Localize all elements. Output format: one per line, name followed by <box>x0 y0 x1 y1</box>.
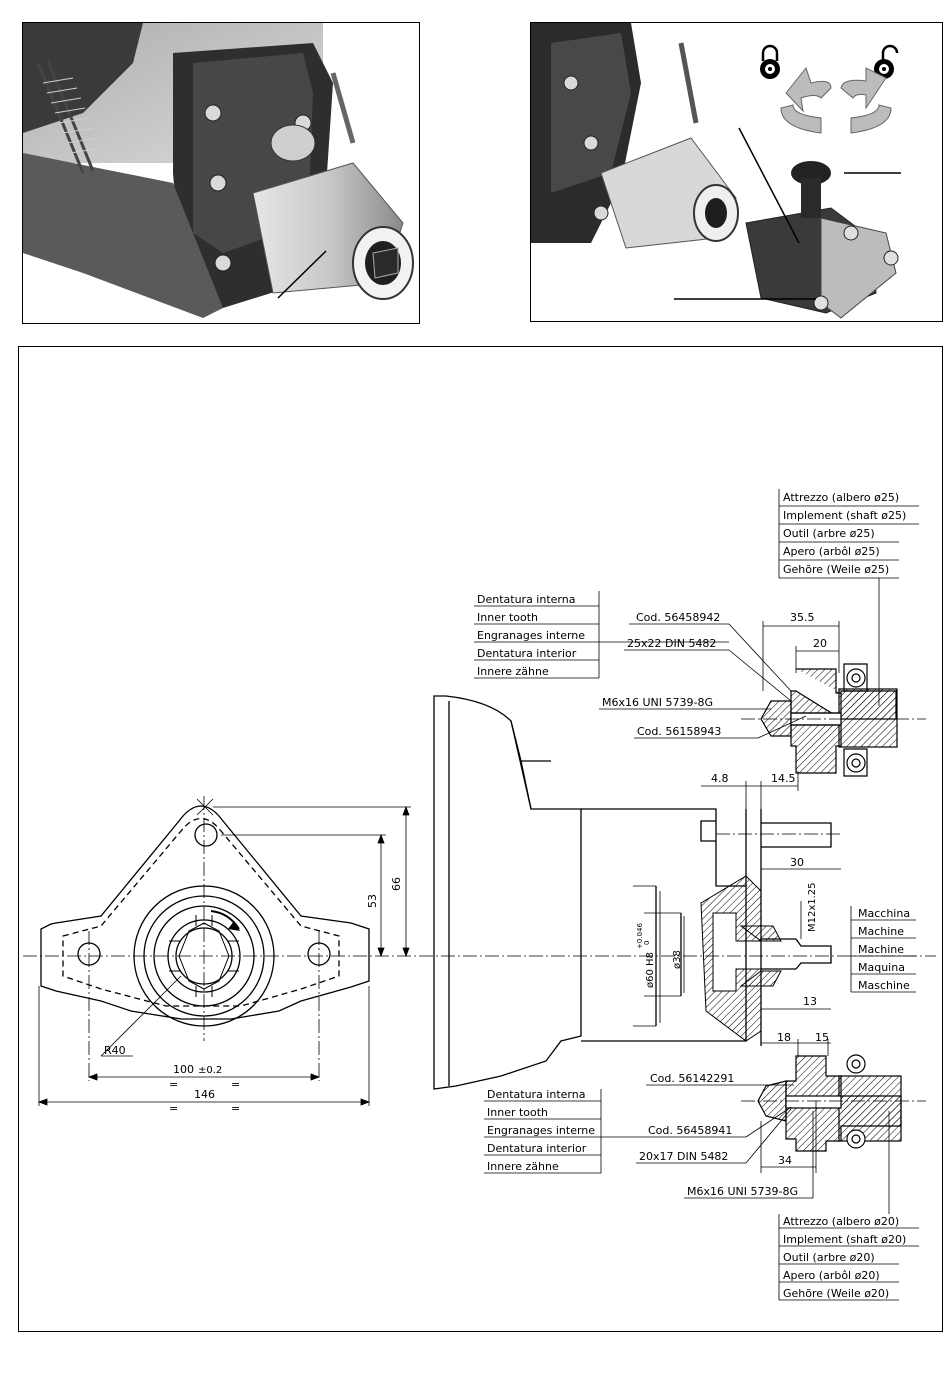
dim-66: 66 <box>390 877 403 891</box>
dim-m12: M12x1.25 <box>807 882 818 932</box>
label-inner-tooth-top: Dentatura interna Inner tooth Engranages… <box>477 593 585 678</box>
svg-text:Inner tooth: Inner tooth <box>477 611 538 624</box>
svg-text:Gehõre (Weile ø25): Gehõre (Weile ø25) <box>783 563 889 576</box>
technical-drawing-svg: 66 53 R40 100 ±0.2 = = 146 = = <box>23 489 936 1301</box>
spline-20x17: 20x17 DIN 5482 <box>639 1150 728 1163</box>
svg-text:Machine: Machine <box>858 943 904 956</box>
rotate-arrows-icon <box>780 66 892 134</box>
label-inner-tooth-bottom: Dentatura interna Inner tooth Engranages… <box>487 1088 595 1173</box>
label-machine: Macchina Machine Machine Maquina Maschin… <box>858 907 910 992</box>
eq-mark: = <box>231 1078 240 1091</box>
leader-line <box>277 250 327 299</box>
dim-60-h8: ø60 H8 <box>645 952 656 988</box>
eq-mark: = <box>169 1078 178 1091</box>
dim-100-tol: ±0.2 <box>198 1065 222 1076</box>
dim-30: 30 <box>790 856 804 869</box>
dim-r40: R40 <box>104 1044 126 1057</box>
dim-15: 15 <box>815 1031 829 1044</box>
dim-38: ø38 <box>672 950 683 969</box>
svg-text:Dentatura interior: Dentatura interior <box>477 647 577 660</box>
label-implement-25: Attrezzo (albero ø25) Implement (shaft ø… <box>783 491 906 576</box>
bottom-coupling-section <box>757 1054 902 1152</box>
screw-top: M6x16 UNI 5739-8G <box>602 696 713 709</box>
svg-text:Outil (arbre ø20): Outil (arbre ø20) <box>783 1251 875 1264</box>
svg-text:Apero (arbôl ø20): Apero (arbôl ø20) <box>783 1269 880 1282</box>
dim-146: 146 <box>194 1088 215 1101</box>
code-56142291: Cod. 56142291 <box>650 1072 734 1085</box>
svg-text:Maquina: Maquina <box>858 961 905 974</box>
spline-25x22: 25x22 DIN 5482 <box>627 637 716 650</box>
dim-60-tol-lower: 0 <box>643 941 651 945</box>
code-56158943: Cod. 56158943 <box>637 725 721 738</box>
eq-mark: = <box>231 1102 240 1115</box>
photo-gearbox-shaft <box>22 22 420 324</box>
svg-text:Attrezzo (albero ø20): Attrezzo (albero ø20) <box>783 1215 899 1228</box>
svg-text:Outil (arbre ø25): Outil (arbre ø25) <box>783 527 875 540</box>
svg-text:Inner tooth: Inner tooth <box>487 1106 548 1119</box>
dim-14-5: 14.5 <box>771 772 796 785</box>
dim-100: 100 <box>173 1063 194 1076</box>
svg-text:Innere zähne: Innere zähne <box>487 1160 559 1173</box>
photo-coupling-assembly <box>530 22 943 322</box>
leader-line <box>738 127 800 244</box>
label-implement-20: Attrezzo (albero ø20) Implement (shaft ø… <box>783 1215 906 1300</box>
svg-text:Engranages interne: Engranages interne <box>477 629 585 642</box>
code-56458941: Cod. 56458941 <box>648 1124 732 1137</box>
dim-60-tol-upper: +0.046 <box>636 923 644 949</box>
svg-text:Dentatura interior: Dentatura interior <box>487 1142 587 1155</box>
svg-text:Dentatura interna: Dentatura interna <box>477 593 575 606</box>
dim-35-5: 35.5 <box>790 611 815 624</box>
flange-front-view <box>40 805 370 1027</box>
leader-lines <box>474 489 919 1301</box>
svg-text:Engranages interne: Engranages interne <box>487 1124 595 1137</box>
technical-drawing: 66 53 R40 100 ±0.2 = = 146 = = <box>18 346 943 1332</box>
svg-text:Gehõre (Weile ø20): Gehõre (Weile ø20) <box>783 1287 889 1300</box>
dim-13: 13 <box>803 995 817 1008</box>
code-56458942: Cod. 56458942 <box>636 611 720 624</box>
svg-text:Attrezzo (albero ø25): Attrezzo (albero ø25) <box>783 491 899 504</box>
gearbox-side-section <box>433 695 832 1090</box>
dim-18: 18 <box>777 1031 791 1044</box>
dim-20: 20 <box>813 637 827 650</box>
svg-text:Macchina: Macchina <box>858 907 910 920</box>
svg-text:Maschine: Maschine <box>858 979 910 992</box>
svg-text:Innere zähne: Innere zähne <box>477 665 549 678</box>
svg-text:Implement (shaft ø25): Implement (shaft ø25) <box>783 509 906 522</box>
svg-text:Dentatura interna: Dentatura interna <box>487 1088 585 1101</box>
dim-53: 53 <box>366 894 379 908</box>
svg-text:Apero (arbôl ø25): Apero (arbôl ø25) <box>783 545 880 558</box>
svg-text:Implement (shaft ø20): Implement (shaft ø20) <box>783 1233 906 1246</box>
dim-34: 34 <box>778 1154 792 1167</box>
lock-icon <box>760 44 780 79</box>
svg-text:Machine: Machine <box>858 925 904 938</box>
screw-bottom: M6x16 UNI 5739-8G <box>687 1185 798 1198</box>
eq-mark: = <box>169 1102 178 1115</box>
dim-4-8: 4.8 <box>711 772 729 785</box>
